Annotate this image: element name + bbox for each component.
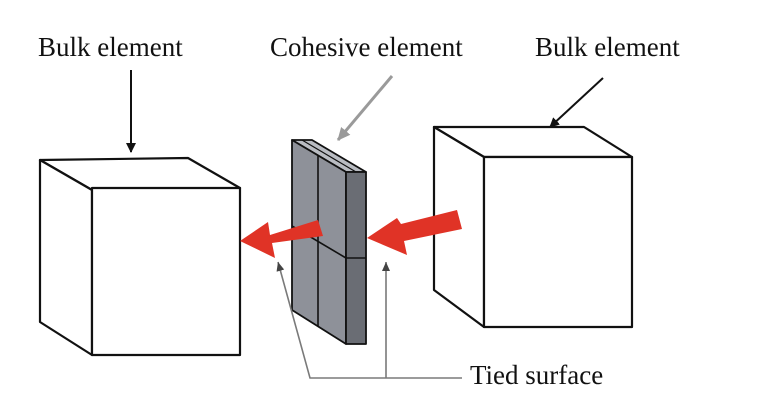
cohesive-element-label: Cohesive element: [270, 32, 463, 62]
bulk-element-right-label: Bulk element: [535, 32, 680, 62]
tied-surface-leaders: [276, 261, 462, 379]
bulk-element-left-cube: [38, 156, 242, 357]
bulk-right-pointer-arrow: [549, 77, 604, 128]
tied-surface-label: Tied surface: [470, 360, 603, 390]
force-arrow-left: [240, 220, 323, 258]
cohesive-element-block: [291, 139, 367, 345]
cohesive-pointer-arrow: [336, 75, 394, 141]
bulk-element-right-cube: [432, 125, 634, 329]
bulk-element-left-label: Bulk element: [38, 32, 183, 62]
force-arrow-right: [367, 210, 462, 255]
